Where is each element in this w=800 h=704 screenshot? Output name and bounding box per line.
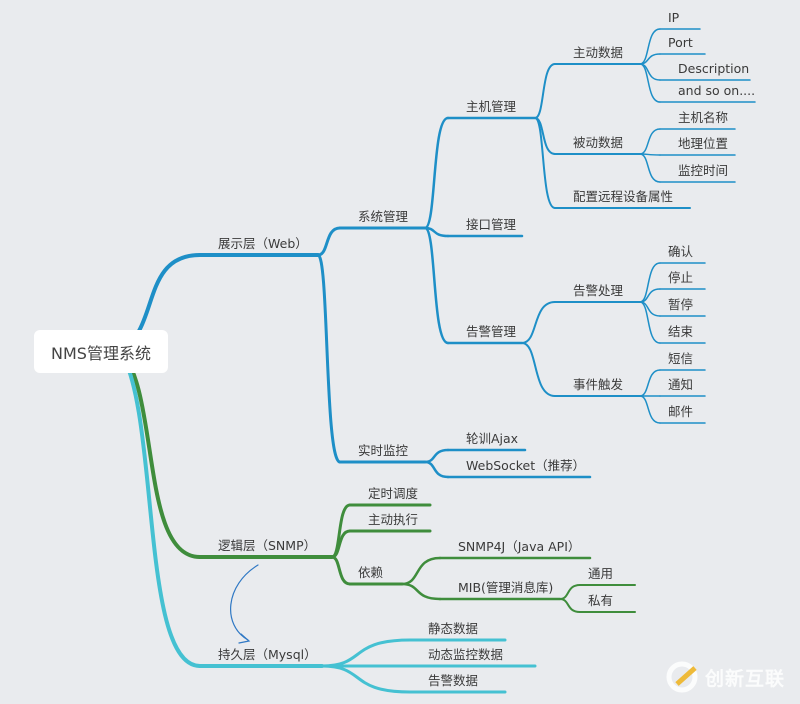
node-more[interactable]: and so on....	[678, 83, 756, 98]
node-static[interactable]: 静态数据	[428, 621, 479, 636]
connector-mail	[639, 395, 661, 424]
connector-persist	[118, 348, 202, 668]
arrowhead-icon	[238, 633, 251, 644]
node-alarmdata[interactable]: 告警数据	[428, 673, 479, 688]
node-persist[interactable]: 持久层（Mysql）	[218, 647, 317, 662]
connector-general	[559, 584, 581, 600]
connector-trigger	[521, 342, 556, 397]
connector-mtime	[639, 153, 661, 183]
node-snmp4j[interactable]: SNMP4J（Java API）	[458, 539, 581, 554]
connector-more	[639, 63, 661, 103]
node-ajax[interactable]: 轮训Ajax	[466, 431, 519, 446]
node-trigger[interactable]: 事件触发	[573, 377, 624, 392]
connector-ip	[639, 28, 661, 65]
node-dep[interactable]: 依赖	[358, 565, 384, 580]
node-end[interactable]: 结束	[668, 324, 694, 339]
node-remote[interactable]: 配置远程设备属性	[573, 189, 674, 204]
node-geo[interactable]: 地理位置	[678, 136, 729, 151]
connector-mib	[400, 582, 442, 601]
node-general[interactable]: 通用	[588, 566, 614, 581]
node-active[interactable]: 主动数据	[573, 45, 624, 60]
connector-private	[559, 598, 581, 613]
node-confirm[interactable]: 确认	[668, 244, 694, 259]
connector-host	[423, 116, 450, 230]
connector-remote	[534, 117, 556, 209]
connector-hname	[639, 128, 661, 155]
node-rt[interactable]: 实时监控	[358, 443, 409, 458]
connector-ws	[423, 460, 450, 479]
connector-rt	[316, 253, 342, 464]
watermark-logo: 创新互联	[665, 660, 785, 694]
node-desc[interactable]: Description	[678, 61, 750, 76]
node-ws[interactable]: WebSocket（推荐）	[466, 458, 586, 473]
connector-snmp4j	[400, 556, 442, 586]
node-pause[interactable]: 暂停	[668, 297, 694, 312]
node-port[interactable]: Port	[668, 35, 693, 50]
node-host[interactable]: 主机管理	[466, 99, 517, 114]
node-hname[interactable]: 主机名称	[678, 110, 729, 125]
arrow-logic-to-persist	[230, 564, 259, 641]
node-private[interactable]: 私有	[588, 593, 614, 608]
connector-sms	[639, 369, 661, 397]
root-label: NMS管理系统	[51, 343, 151, 363]
node-iface[interactable]: 接口管理	[466, 217, 517, 232]
connector-static	[320, 638, 412, 668]
node-mtime[interactable]: 监控时间	[678, 163, 729, 178]
connector-alarm	[423, 226, 450, 345]
node-web[interactable]: 展示层（Web）	[218, 236, 308, 251]
watermark-text: 创新互联	[705, 667, 786, 690]
node-dyn[interactable]: 动态监控数据	[428, 647, 504, 662]
node-ahandle[interactable]: 告警处理	[573, 283, 624, 298]
connector-dep	[330, 555, 352, 586]
root-node[interactable]: NMS管理系统	[34, 330, 168, 373]
node-sys[interactable]: 系统管理	[358, 209, 409, 224]
connector-sys	[316, 226, 342, 257]
connector-ahandle	[521, 301, 556, 344]
node-notify[interactable]: 通知	[668, 377, 694, 392]
node-stop[interactable]: 停止	[668, 270, 694, 285]
watermark-icon	[666, 661, 698, 693]
connector-end	[639, 301, 661, 344]
node-sms[interactable]: 短信	[668, 351, 694, 366]
connector-alarmdata	[320, 664, 412, 694]
node-mib[interactable]: MIB(管理消息库)	[458, 580, 554, 595]
node-exec[interactable]: 主动执行	[368, 512, 419, 527]
connector-ajax	[423, 448, 450, 464]
connector-active	[534, 63, 556, 119]
node-mail[interactable]: 邮件	[668, 404, 694, 419]
connector-confirm	[639, 262, 661, 303]
node-logic[interactable]: 逻辑层（SNMP）	[218, 538, 317, 553]
node-passive[interactable]: 被动数据	[573, 135, 624, 150]
node-sched[interactable]: 定时调度	[368, 486, 419, 501]
node-alarm[interactable]: 告警管理	[466, 324, 517, 339]
node-ip[interactable]: IP	[668, 10, 680, 25]
